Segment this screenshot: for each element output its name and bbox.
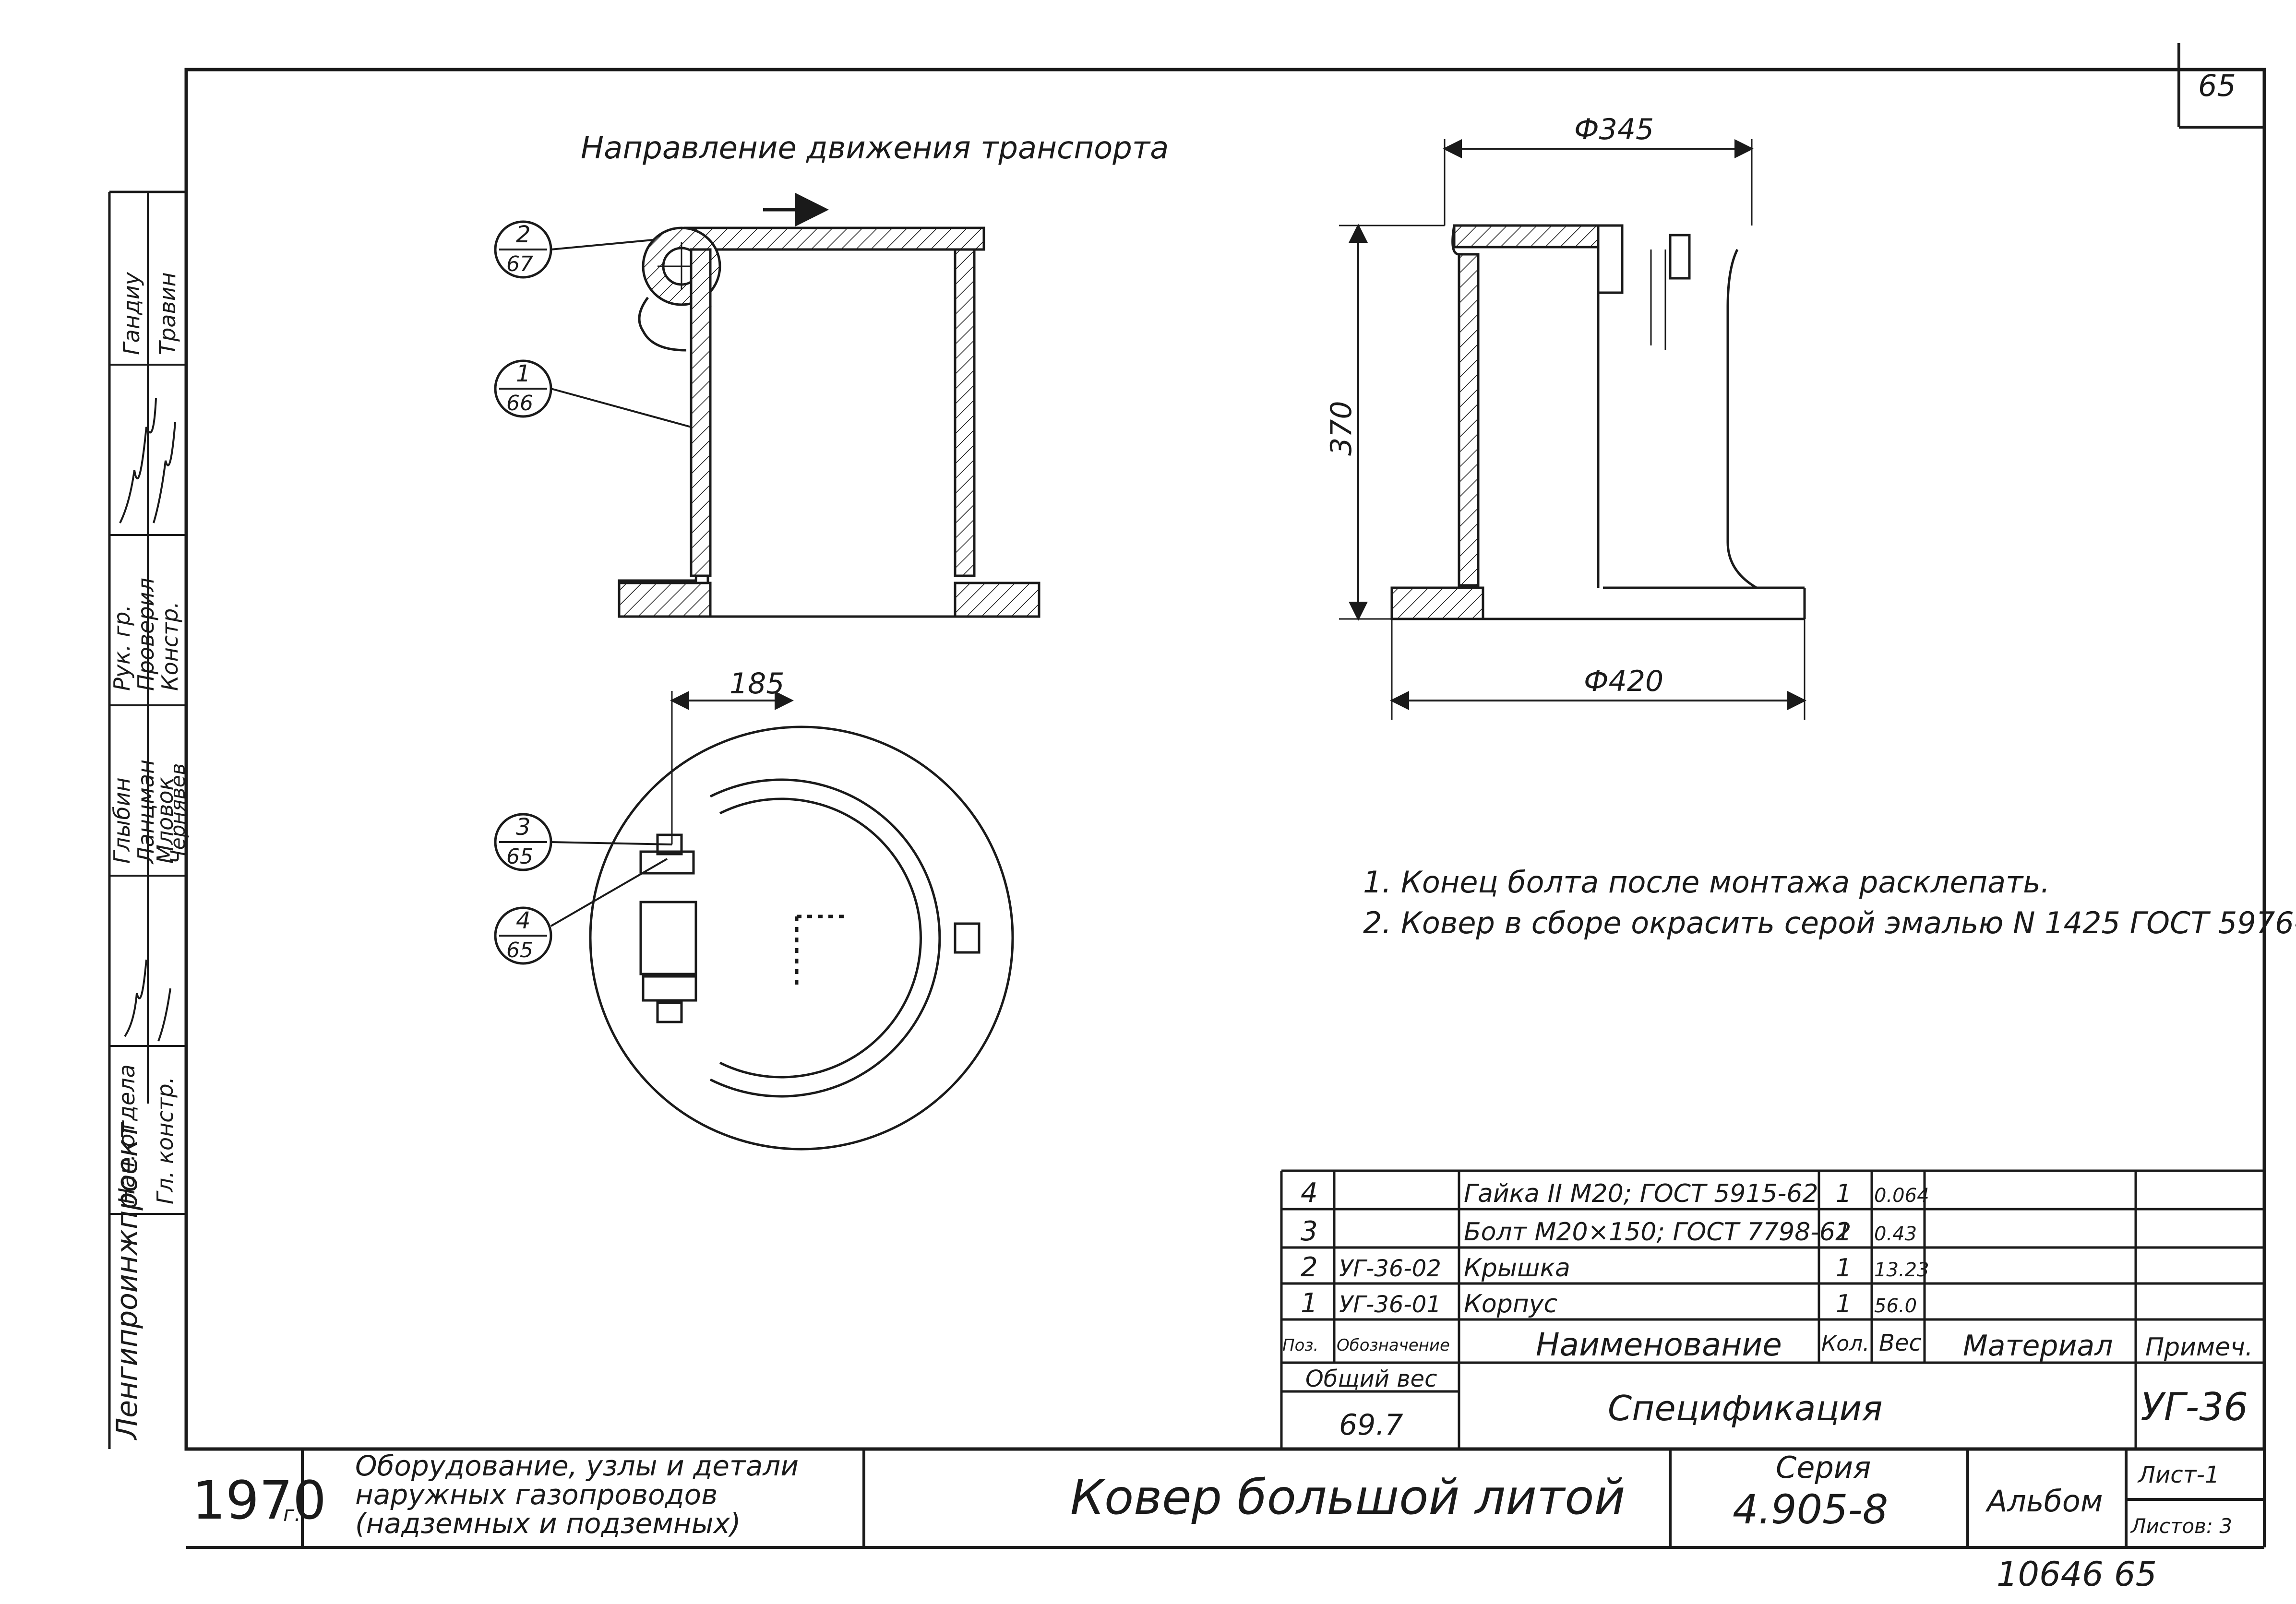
spec-row-2-designation: УГ-36-02 bbox=[1339, 1255, 1441, 1282]
spec-row-2-name: Крышка bbox=[1464, 1254, 1570, 1283]
plan-view: 185 3 65 4 65 bbox=[494, 667, 1014, 1151]
stamp-name-3: Глыбин bbox=[109, 777, 135, 864]
elevation-view: Ф345 370 Ф420 bbox=[1325, 113, 1806, 720]
title-subject-3: (надземных и подземных) bbox=[355, 1507, 741, 1540]
stamp-role-4: Проверил bbox=[133, 578, 159, 691]
sheets-label: Листов: 3 bbox=[2130, 1514, 2232, 1538]
stamp-name-6: Чернявев bbox=[166, 763, 190, 864]
stamp-organization: Ленгипроинжпроект bbox=[110, 1122, 144, 1440]
signature-1 bbox=[119, 398, 176, 523]
note-1: 1. Конец болта после монтажа расклепать. bbox=[1363, 865, 2050, 900]
bottom-note: 10646 65 bbox=[1997, 1555, 2157, 1594]
album-label: Альбом bbox=[1985, 1484, 2103, 1519]
plan-outer-circle bbox=[589, 725, 1014, 1151]
spec-header-designation: Обозначение bbox=[1337, 1336, 1450, 1355]
stamp-role-1: Нач. отдела bbox=[114, 1064, 140, 1204]
stamp-role-3: Рук. гр. bbox=[109, 605, 135, 691]
side-stamp: Ленгипроинжпроект Нач. отдела Гл. констр… bbox=[108, 192, 190, 1449]
callout-2-sheet: 67 bbox=[506, 252, 533, 276]
stamp-role-5: Констр. bbox=[157, 601, 183, 691]
spec-total-weight-label: Общий вес bbox=[1305, 1366, 1437, 1392]
spec-total-weight: 69.7 bbox=[1339, 1408, 1403, 1442]
spec-row-3-weight: 0.43 bbox=[1874, 1223, 1917, 1245]
title-year: 1970 bbox=[192, 1470, 326, 1531]
callout-4-num: 4 bbox=[516, 907, 531, 934]
dim-height: 370 bbox=[1325, 401, 1358, 456]
callout-3-num: 3 bbox=[516, 814, 531, 841]
notes: 1. Конец болта после монтажа расклепать.… bbox=[1363, 865, 2296, 940]
spec-row-1-designation: УГ-36-01 bbox=[1339, 1291, 1441, 1318]
title-year-suffix: г. bbox=[283, 1502, 301, 1526]
section-view: Направление движения транспорта 2 67 1 6… bbox=[494, 131, 1169, 618]
spec-header-pos: Поз. bbox=[1282, 1336, 1318, 1355]
spec-row-2-qty: 1 bbox=[1836, 1254, 1852, 1283]
dim-bottom-diameter: Ф420 bbox=[1584, 665, 1663, 698]
spec-header-note: Примеч. bbox=[2145, 1333, 2253, 1362]
direction-label: Направление движения транспорта bbox=[581, 131, 1169, 166]
spec-row-3-pos: 3 bbox=[1301, 1216, 1318, 1247]
spec-row-3-name: Болт M20×150; ГОСТ 7798-62 bbox=[1464, 1218, 1851, 1247]
spec-row-2-weight: 13.23 bbox=[1874, 1259, 1929, 1281]
spec-row-4-name: Гайка II M20; ГОСТ 5915-62 bbox=[1464, 1179, 1818, 1208]
title-subject-1: Оборудование, узлы и детали bbox=[355, 1450, 799, 1482]
spec-table: 4 Гайка II M20; ГОСТ 5915-62 1 0.064 3 Б… bbox=[186, 1169, 2264, 1450]
dim-top-diameter: Ф345 bbox=[1574, 113, 1654, 146]
stamp-name-5: Мловок bbox=[152, 777, 178, 864]
spec-row-4-weight: 0.064 bbox=[1874, 1185, 1929, 1207]
stamp-name-1: Гандиу bbox=[119, 272, 144, 355]
spec-row-4-qty: 1 bbox=[1836, 1179, 1852, 1208]
stamp-name-2: Травин bbox=[155, 272, 180, 355]
sheet-frame bbox=[109, 43, 2266, 1451]
stamp-name-4: Ланцман bbox=[133, 760, 159, 865]
spec-code: УГ-36 bbox=[2141, 1385, 2248, 1429]
spec-row-2-pos: 2 bbox=[1301, 1252, 1318, 1283]
dim-plan-offset: 185 bbox=[729, 667, 785, 701]
drawing-title: Ковер большой литой bbox=[1070, 1469, 1625, 1525]
spec-header-qty: Кол. bbox=[1821, 1331, 1869, 1356]
title-block: 1970 г. Оборудование, узлы и детали нару… bbox=[186, 1449, 2266, 1549]
spec-row-1-qty: 1 bbox=[1836, 1290, 1852, 1319]
signature-2 bbox=[124, 959, 171, 1042]
callout-4-sheet: 65 bbox=[506, 938, 533, 962]
page-number: 65 bbox=[2198, 68, 2236, 103]
series-value: 4.905-8 bbox=[1733, 1486, 1888, 1533]
callout-2-num: 2 bbox=[516, 221, 531, 248]
spec-header-weight: Вес bbox=[1879, 1330, 1922, 1356]
section-lid bbox=[683, 226, 985, 251]
spec-row-1-weight: 56.0 bbox=[1874, 1295, 1917, 1317]
sheet-label: Лист-1 bbox=[2137, 1461, 2220, 1488]
note-2: 2. Ковер в сборе окрасить серой эмалью N… bbox=[1363, 905, 2296, 940]
spec-row-1-pos: 1 bbox=[1301, 1288, 1318, 1319]
series-label: Серия bbox=[1776, 1450, 1871, 1485]
callout-3-sheet: 65 bbox=[506, 844, 533, 869]
spec-header-material: Материал bbox=[1963, 1329, 2113, 1363]
callout-1-sheet: 66 bbox=[506, 391, 533, 416]
spec-row-3-qty: 1 bbox=[1836, 1218, 1852, 1247]
callout-1-num: 1 bbox=[516, 360, 531, 387]
spec-title: Спецификация bbox=[1608, 1388, 1883, 1428]
spec-header-name: Наименование bbox=[1536, 1326, 1782, 1363]
stamp-role-2: Гл. констр. bbox=[152, 1077, 178, 1204]
title-subject-2: наружных газопроводов bbox=[355, 1478, 718, 1511]
spec-row-4-pos: 4 bbox=[1301, 1177, 1318, 1209]
spec-row-1-name: Корпус bbox=[1464, 1290, 1557, 1319]
